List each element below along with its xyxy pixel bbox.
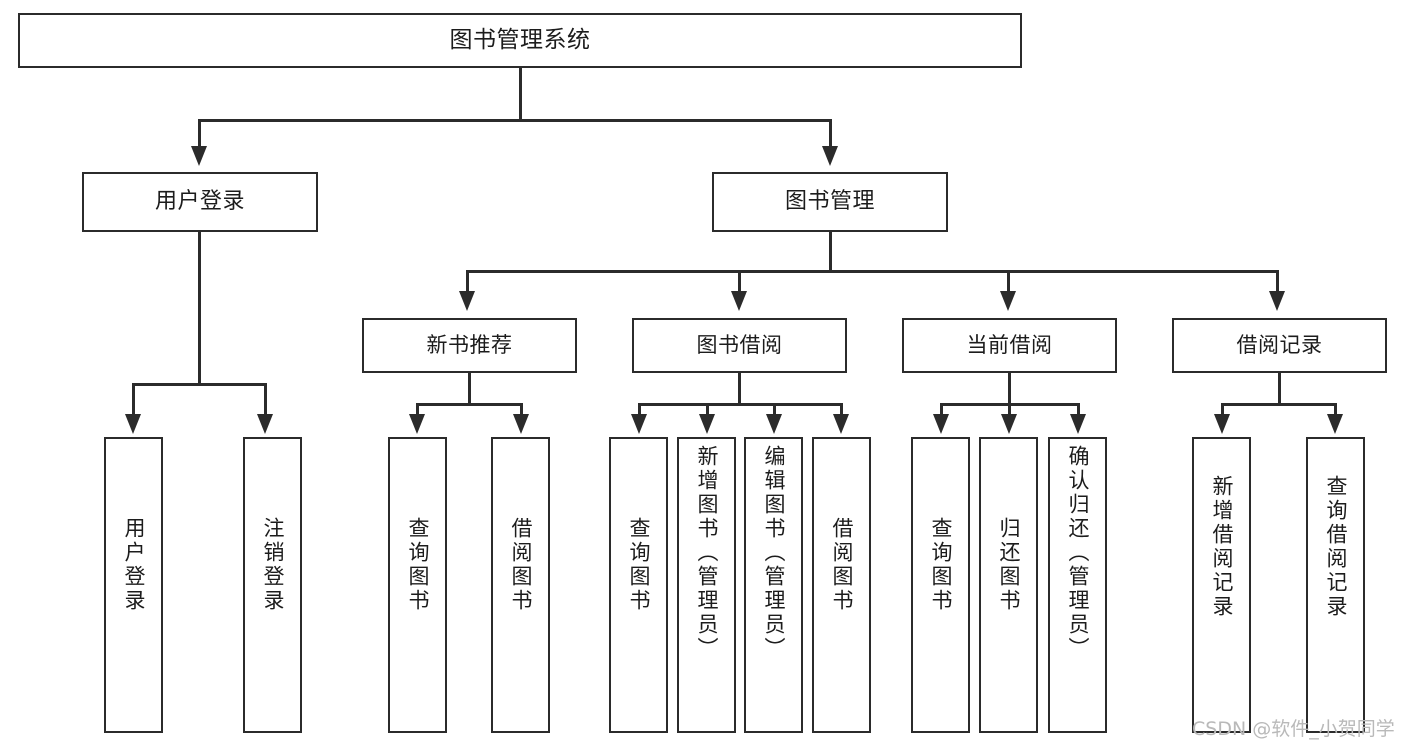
connector-current-borrow-leaf-1 xyxy=(940,403,943,416)
leaf-label: 查询图书 xyxy=(406,517,430,613)
arrowhead-leaf-add-record xyxy=(1214,414,1230,434)
connector-to-borrow-record xyxy=(1276,270,1279,293)
leaf-borrow-book-recommend[interactable]: 借阅图书 xyxy=(491,437,550,733)
leaf-edit-book-admin[interactable]: 编辑图书（管理员） xyxy=(744,437,803,733)
leaf-query-book-recommend[interactable]: 查询图书 xyxy=(388,437,447,733)
arrowhead-leaf-borrow-book-1 xyxy=(513,414,529,434)
watermark-credit: CSDN @软件_小贺同学 xyxy=(1192,718,1395,740)
connector-book-borrow-bus xyxy=(638,403,843,406)
leaf-query-borrow-record[interactable]: 查询借阅记录 xyxy=(1306,437,1365,733)
leaf-label: 用户登录 xyxy=(122,517,146,613)
connector-to-book-borrow xyxy=(738,270,741,293)
leaf-user-login[interactable]: 用户登录 xyxy=(104,437,163,733)
arrowhead-current-borrow xyxy=(1000,291,1016,311)
node-label: 借阅记录 xyxy=(1236,332,1323,357)
connector-root-to-book-manage xyxy=(829,119,832,147)
leaf-return-book[interactable]: 归还图书 xyxy=(979,437,1038,733)
connector-current-borrow-leaf-3 xyxy=(1077,403,1080,416)
arrowhead-leaf-user-login xyxy=(125,414,141,434)
connector-book-borrow-leaf-2 xyxy=(706,403,709,416)
connector-root-bus xyxy=(198,119,832,122)
connector-book-borrow-leaf-4 xyxy=(840,403,843,416)
arrowhead-leaf-query-book-2 xyxy=(631,414,647,434)
node-label: 当前借阅 xyxy=(966,332,1053,357)
leaf-label: 注销登录 xyxy=(261,517,285,613)
connector-to-current-borrow xyxy=(1007,270,1010,293)
connector-root-to-user-login xyxy=(198,119,201,147)
arrowhead-leaf-query-record xyxy=(1327,414,1343,434)
connector-current-borrow-stem xyxy=(1008,373,1011,405)
connector-to-new-book xyxy=(466,270,469,293)
leaf-logout[interactable]: 注销登录 xyxy=(243,437,302,733)
node-user-login[interactable]: 用户登录 xyxy=(82,172,318,232)
arrowhead-leaf-query-book-1 xyxy=(409,414,425,434)
node-label: 新书推荐 xyxy=(426,332,513,357)
arrowhead-leaf-return-book xyxy=(1001,414,1017,434)
connector-borrow-record-stem xyxy=(1278,373,1281,405)
leaf-borrow-book[interactable]: 借阅图书 xyxy=(812,437,871,733)
connector-root-stem xyxy=(519,68,522,121)
node-root-system[interactable]: 图书管理系统 xyxy=(18,13,1022,68)
connector-new-book-leaf-1 xyxy=(416,403,419,416)
connector-new-book-bus xyxy=(416,403,523,406)
leaf-query-book-current[interactable]: 查询图书 xyxy=(911,437,970,733)
connector-user-login-stem xyxy=(198,232,201,385)
arrowhead-leaf-edit-book xyxy=(766,414,782,434)
node-label: 用户登录 xyxy=(154,188,245,214)
arrowhead-book-manage xyxy=(822,146,838,166)
connector-user-login-leaf-1 xyxy=(132,383,135,416)
connector-borrow-record-leaf-2 xyxy=(1334,403,1337,416)
node-label: 图书管理 xyxy=(784,188,875,214)
leaf-label: 新增图书（管理员） xyxy=(695,445,719,661)
connector-book-borrow-leaf-3 xyxy=(773,403,776,416)
leaf-query-book-borrow[interactable]: 查询图书 xyxy=(609,437,668,733)
arrowhead-borrow-record xyxy=(1269,291,1285,311)
connector-borrow-record-leaf-1 xyxy=(1221,403,1224,416)
connector-book-borrow-leaf-1 xyxy=(638,403,641,416)
arrowhead-leaf-query-book-3 xyxy=(933,414,949,434)
leaf-label: 查询图书 xyxy=(929,517,953,613)
connector-new-book-leaf-2 xyxy=(520,403,523,416)
node-label: 图书管理系统 xyxy=(449,26,591,53)
leaf-add-borrow-record[interactable]: 新增借阅记录 xyxy=(1192,437,1251,733)
node-book-borrow[interactable]: 图书借阅 xyxy=(632,318,847,373)
connector-book-manage-stem xyxy=(829,232,832,272)
node-current-borrow[interactable]: 当前借阅 xyxy=(902,318,1117,373)
leaf-label: 编辑图书（管理员） xyxy=(762,445,786,661)
connector-user-login-leaf-2 xyxy=(264,383,267,416)
leaf-label: 借阅图书 xyxy=(509,517,533,613)
leaf-confirm-return-admin[interactable]: 确认归还（管理员） xyxy=(1048,437,1107,733)
leaf-label: 新增借阅记录 xyxy=(1210,475,1234,619)
node-label: 图书借阅 xyxy=(696,332,783,357)
leaf-label: 查询借阅记录 xyxy=(1324,475,1348,619)
arrowhead-user-login xyxy=(191,146,207,166)
leaf-add-book-admin[interactable]: 新增图书（管理员） xyxy=(677,437,736,733)
connector-borrow-record-bus xyxy=(1221,403,1337,406)
leaf-label: 确认归还（管理员） xyxy=(1066,445,1090,661)
arrowhead-leaf-borrow-book-2 xyxy=(833,414,849,434)
connector-new-book-stem xyxy=(468,373,471,405)
connector-book-manage-bus xyxy=(466,270,1279,273)
arrowhead-leaf-confirm-return xyxy=(1070,414,1086,434)
arrowhead-book-borrow xyxy=(731,291,747,311)
arrowhead-leaf-logout xyxy=(257,414,273,434)
leaf-label: 归还图书 xyxy=(997,517,1021,613)
connector-user-login-bus xyxy=(132,383,267,386)
node-new-book-recommend[interactable]: 新书推荐 xyxy=(362,318,577,373)
arrowhead-leaf-add-book xyxy=(699,414,715,434)
connector-book-borrow-stem xyxy=(738,373,741,405)
arrowhead-new-book-recommend xyxy=(459,291,475,311)
node-borrow-record[interactable]: 借阅记录 xyxy=(1172,318,1387,373)
leaf-label: 借阅图书 xyxy=(830,517,854,613)
leaf-label: 查询图书 xyxy=(627,517,651,613)
node-book-management[interactable]: 图书管理 xyxy=(712,172,948,232)
connector-current-borrow-leaf-2 xyxy=(1008,403,1011,416)
